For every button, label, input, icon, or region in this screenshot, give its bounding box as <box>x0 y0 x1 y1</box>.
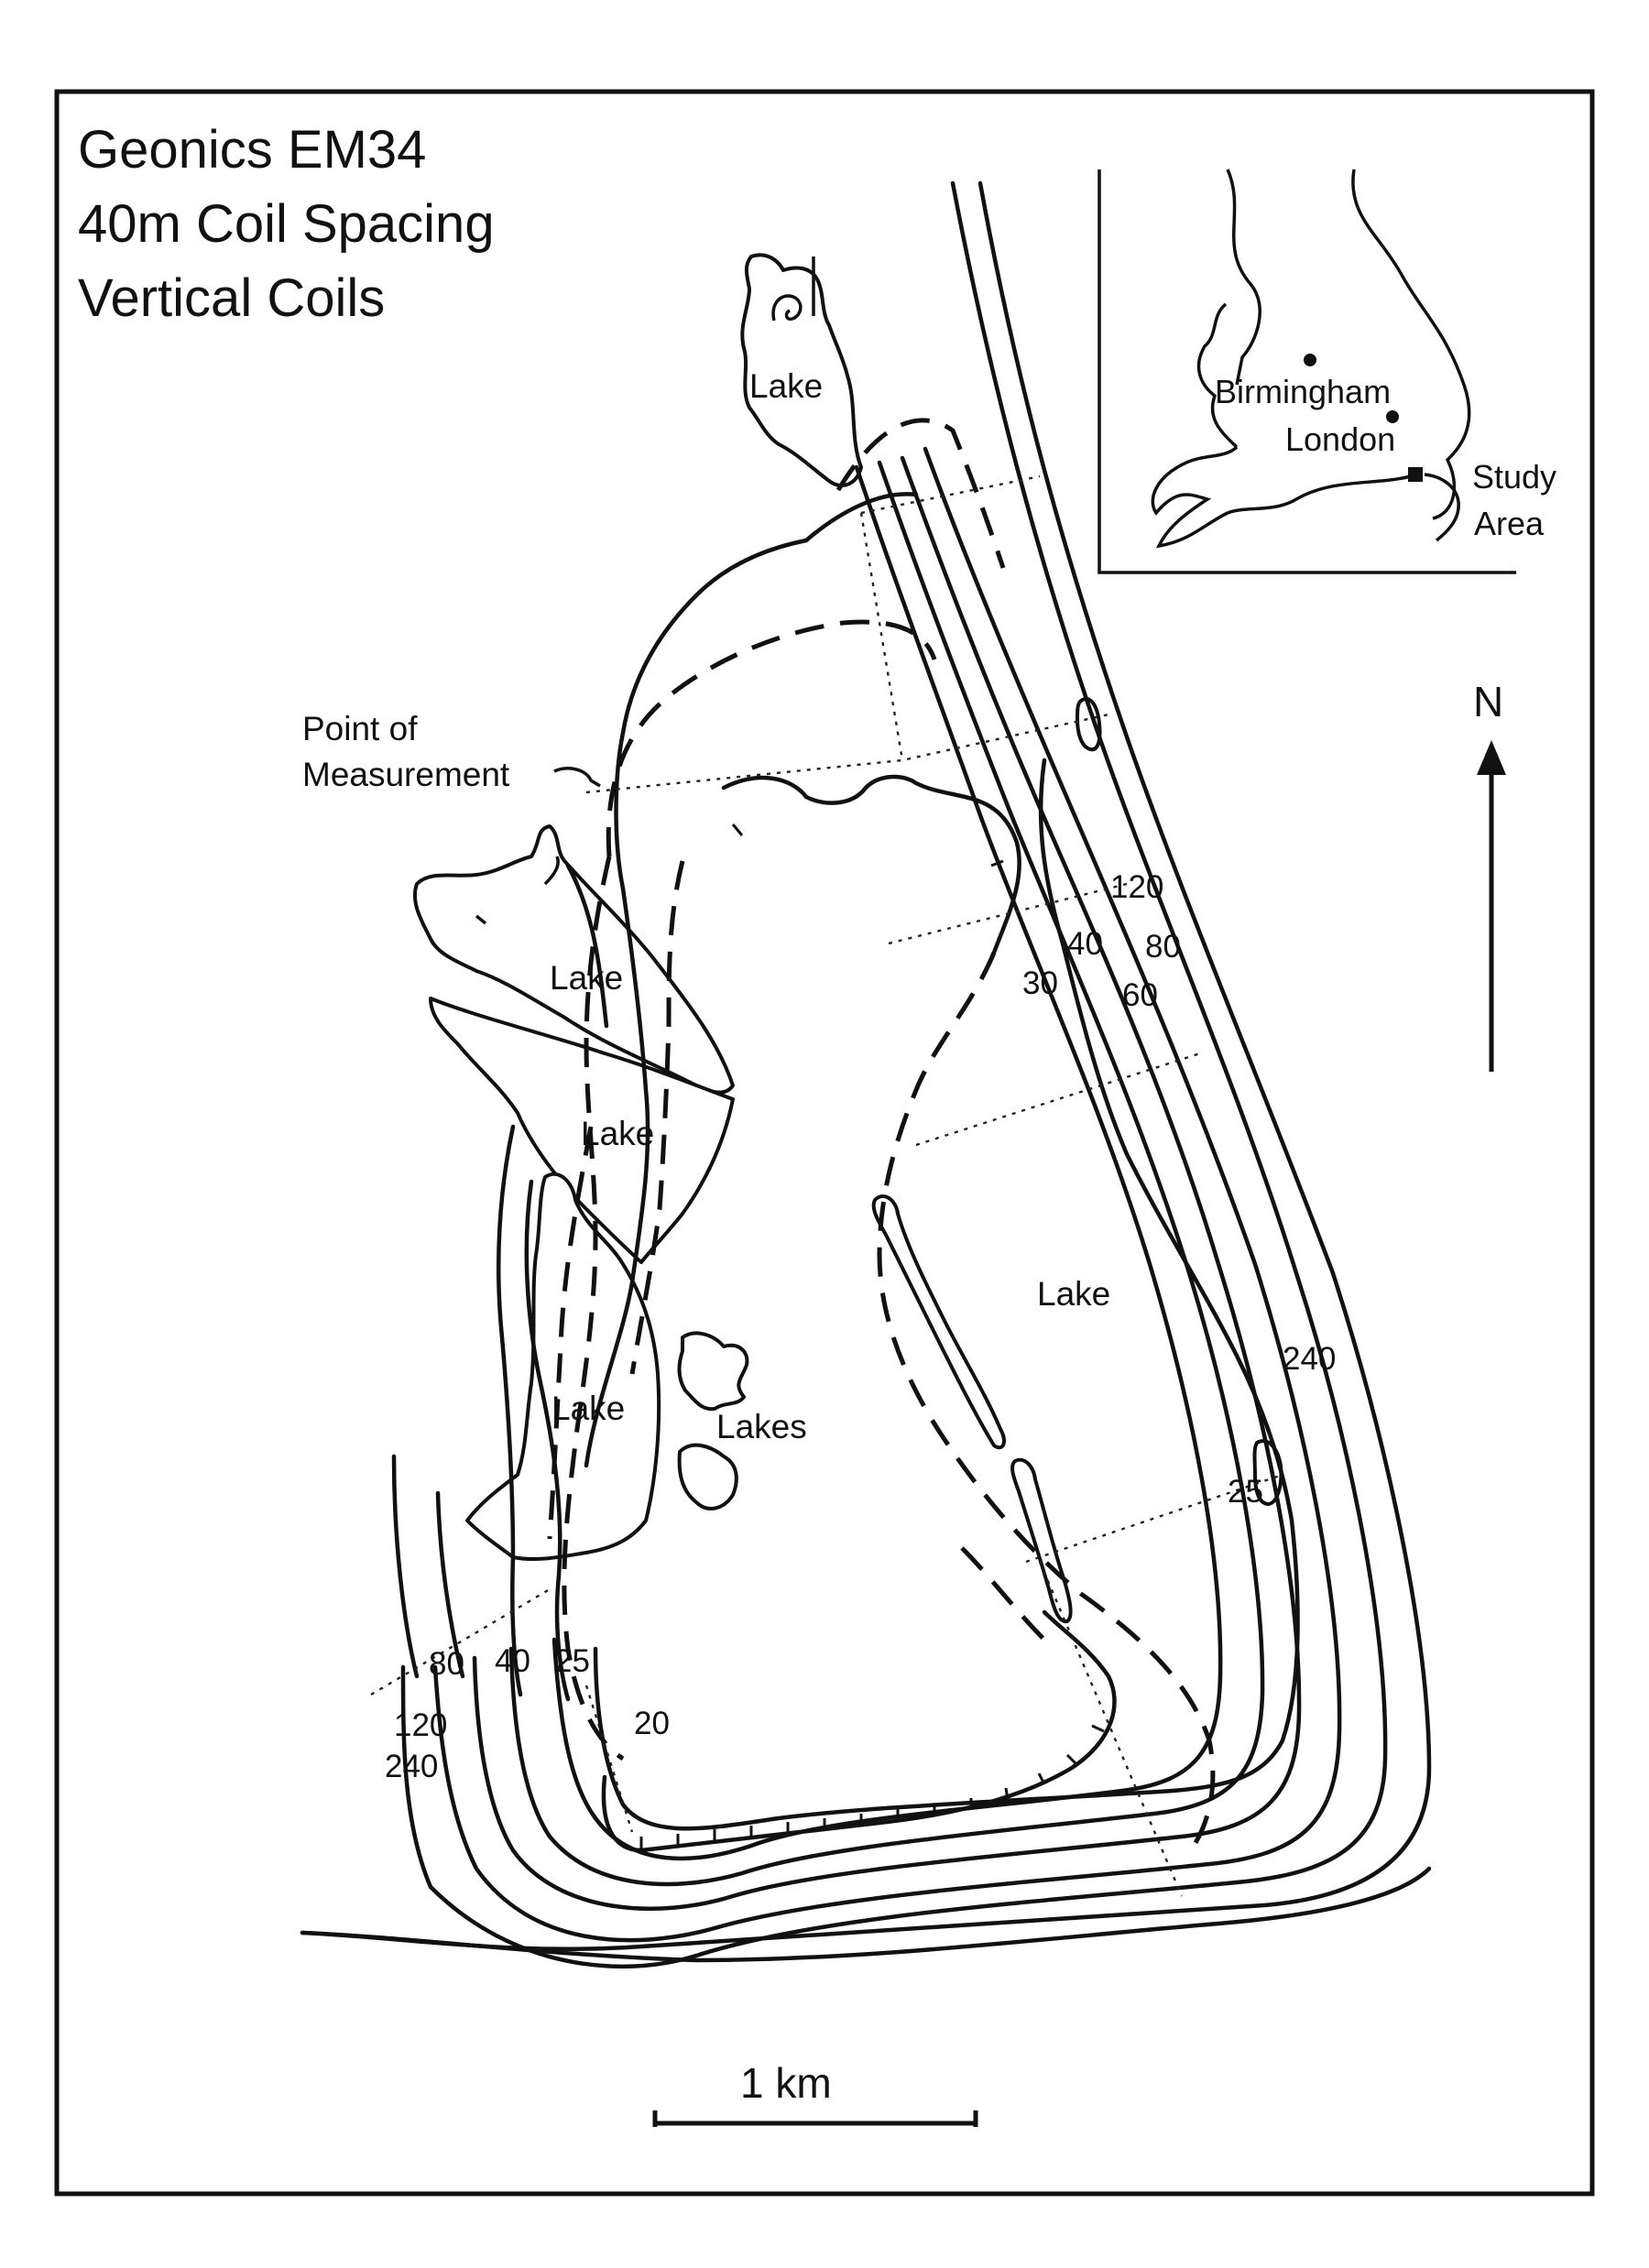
dashed-contours <box>547 418 1216 1852</box>
hachure-marks <box>639 823 1105 1848</box>
lake-small-north-east <box>1076 697 1102 752</box>
scale-bar-label: 1 km <box>740 2059 832 2107</box>
point-of-measurement-label-line1: Point of <box>302 710 418 747</box>
map-title-line1: Geonics EM34 <box>78 120 426 180</box>
inner-depression-outline <box>601 1609 1117 1853</box>
lake-label-east: Lake <box>1037 1275 1110 1313</box>
study-area-marker <box>1408 467 1423 482</box>
lakes-label: Lakes <box>716 1408 807 1445</box>
contour-label-30-east: 30 <box>1022 965 1058 1001</box>
london-label: London <box>1285 420 1395 458</box>
inset-coastline-wales <box>1196 302 1239 449</box>
birmingham-label: Birmingham <box>1215 373 1391 410</box>
point-of-measurement-pointer <box>553 767 601 788</box>
north-arrow: N <box>1473 678 1506 1072</box>
contour-label-25-east: 25 <box>1228 1474 1263 1510</box>
map-title-line3: Vertical Coils <box>78 268 385 328</box>
contour-label-80-east: 80 <box>1145 929 1181 965</box>
point-of-measurement-label-line2: Measurement <box>302 756 510 793</box>
birmingham-dot <box>1304 354 1316 366</box>
inset-coastline-east <box>1226 169 1471 520</box>
inset-coastline-south <box>1151 445 1412 549</box>
london-dot <box>1386 410 1399 423</box>
contour-label-120-southwest: 120 <box>394 1707 447 1743</box>
contour-label-240-east: 240 <box>1283 1341 1336 1377</box>
contour-label-80-southwest: 80 <box>429 1646 464 1682</box>
contour-label-60-east: 60 <box>1122 977 1158 1013</box>
lake-west-upper <box>412 824 735 1095</box>
lake-east <box>871 1194 1073 1624</box>
contour-label-240-southwest: 240 <box>385 1749 438 1784</box>
lake-label-west-upper: Lake <box>550 959 623 997</box>
lake-label-west-lower: Lake <box>551 1390 625 1427</box>
scale-bar: 1 km <box>652 2059 978 2127</box>
contour-label-25-southwest: 25 <box>554 1643 590 1679</box>
lake-label-west-middle: Lake <box>581 1115 654 1152</box>
study-area-label-line1: Study <box>1472 458 1556 496</box>
contour-label-120-east: 120 <box>1110 869 1163 905</box>
north-arrow-head-icon <box>1477 740 1506 775</box>
contour-label-20-southwest: 20 <box>634 1706 670 1741</box>
contour-label-40-southwest: 40 <box>495 1643 530 1679</box>
map-title-line2: 40m Coil Spacing <box>78 194 495 254</box>
north-label: N <box>1473 678 1503 725</box>
inset-location-map: Birmingham London Study Area <box>1098 169 1556 574</box>
lakes-cluster <box>677 1331 749 1510</box>
southern-coastline <box>300 1866 1432 1963</box>
traverse-lines <box>370 474 1283 1897</box>
map-frame <box>54 89 1595 2197</box>
contour-lines <box>300 180 1432 1969</box>
lake-label-north: Lake <box>749 367 823 405</box>
inset-frame <box>1098 169 1516 574</box>
study-area-label-line2: Area <box>1474 505 1545 542</box>
study-area-leader <box>1424 473 1460 542</box>
contour-label-40-east: 40 <box>1067 926 1103 962</box>
lake-north <box>740 253 863 487</box>
